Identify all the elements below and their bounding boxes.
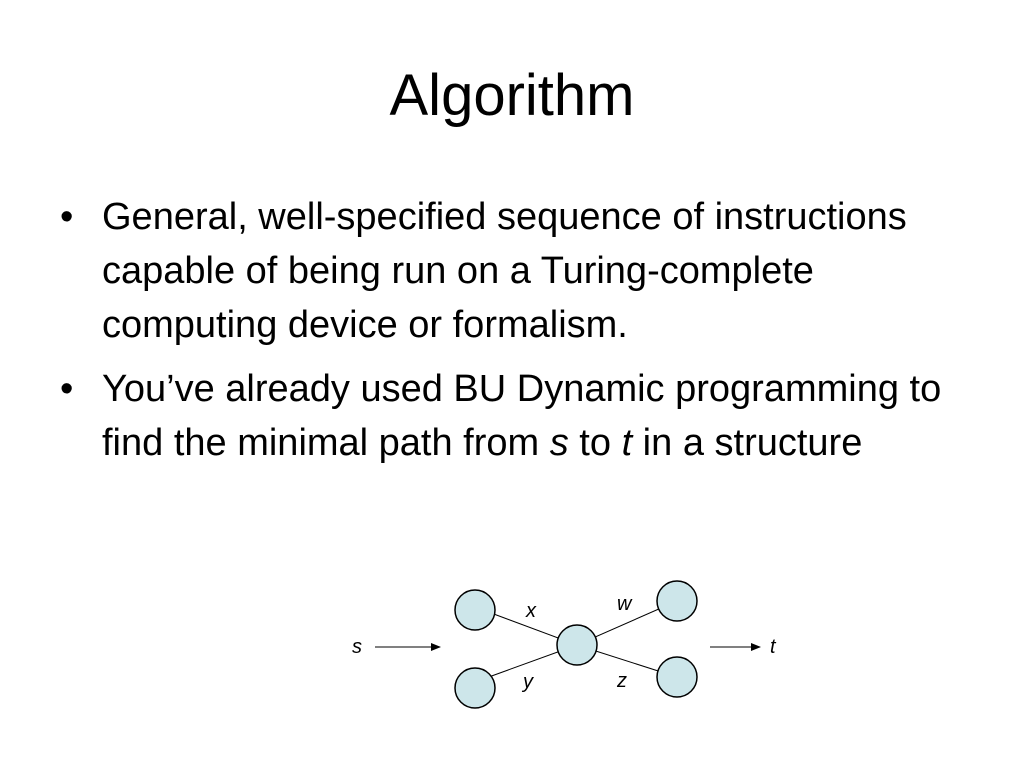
label-x: x — [525, 600, 537, 622]
bullet-text-definition: General, well-specified sequence of inst… — [102, 196, 907, 346]
bullet-item-definition: • General, well-specified sequence of in… — [60, 190, 980, 352]
label-z: z — [616, 670, 627, 692]
bullet-icon: • — [60, 368, 74, 410]
node-center — [556, 624, 598, 666]
bullet-item-dynamic-programming: • You’ve already used BU Dynamic program… — [60, 362, 980, 470]
bullet-text-part2: to — [568, 422, 622, 464]
label-y: y — [521, 671, 534, 693]
node-top-left — [454, 589, 496, 631]
var-t: t — [621, 422, 633, 464]
var-s: s — [549, 422, 569, 464]
label-t: t — [770, 636, 777, 658]
bullet-text-part1: You’ve already used BU Dynamic programmi… — [102, 368, 942, 464]
slide-title: Algorithm — [389, 63, 635, 128]
bullet-icon: • — [60, 196, 74, 238]
label-w: w — [617, 593, 633, 615]
path-diagram: s t x y w z — [352, 580, 777, 709]
bullet-text-part3: in a structure — [632, 422, 863, 464]
bullet-list: • General, well-specified sequence of in… — [60, 190, 980, 480]
node-bottom-right — [656, 656, 698, 698]
node-top-right — [656, 580, 698, 622]
label-s: s — [352, 636, 362, 658]
node-bottom-left — [454, 667, 496, 709]
